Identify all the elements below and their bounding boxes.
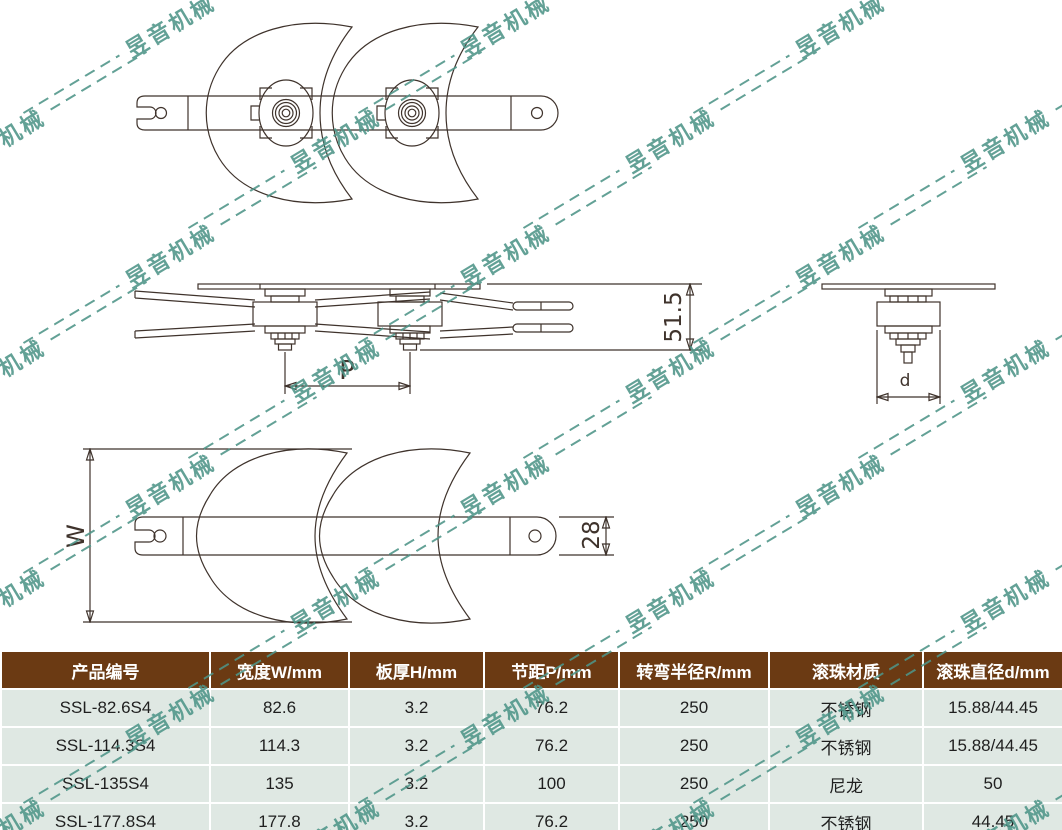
bottom-view <box>83 449 614 624</box>
cell-product-no: SSL-114.3S4 <box>0 726 211 766</box>
dim-label-height: 51.5 <box>661 291 687 343</box>
col-header-thickness: 板厚H/mm <box>348 650 485 690</box>
cell-pitch: 100 <box>483 764 620 804</box>
cell-ball-diameter: 50 <box>922 764 1062 804</box>
col-header-pitch: 节距P/mm <box>483 650 620 690</box>
table-header-row: 产品编号 宽度W/mm 板厚H/mm 节距P/mm 转弯半径R/mm 滚珠材质 … <box>0 650 1062 690</box>
col-header-product-no: 产品编号 <box>0 650 211 690</box>
cell-ball-diameter: 44.45 <box>922 802 1062 830</box>
dim-label-link-height: 28 <box>579 520 605 550</box>
cell-ball-material: 尼龙 <box>768 764 924 804</box>
cell-product-no: SSL-135S4 <box>0 764 211 804</box>
chain-technical-drawing <box>83 22 996 624</box>
cell-turn-radius: 250 <box>618 764 770 804</box>
col-header-ball-diameter: 滚珠直径d/mm <box>922 650 1062 690</box>
cell-thickness: 3.2 <box>348 726 485 766</box>
table-row: SSL-135S4 135 3.2 100 250 尼龙 50 <box>0 764 1062 804</box>
cell-thickness: 3.2 <box>348 688 485 728</box>
col-header-ball-material: 滚珠材质 <box>768 650 924 690</box>
cell-ball-material: 不锈钢 <box>768 726 924 766</box>
cell-pitch: 76.2 <box>483 802 620 830</box>
table-row: SSL-177.8S4 177.8 3.2 76.2 250 不锈钢 44.45 <box>0 802 1062 830</box>
col-header-turn-radius: 转弯半径R/mm <box>618 650 770 690</box>
col-header-width: 宽度W/mm <box>209 650 350 690</box>
cell-thickness: 3.2 <box>348 764 485 804</box>
spec-table: 产品编号 宽度W/mm 板厚H/mm 节距P/mm 转弯半径R/mm 滚珠材质 … <box>0 650 1062 830</box>
side-view <box>134 284 702 394</box>
table-row: SSL-114.3S4 114.3 3.2 76.2 250 不锈钢 15.88… <box>0 726 1062 766</box>
cell-width: 114.3 <box>209 726 350 766</box>
table-row: SSL-82.6S4 82.6 3.2 76.2 250 不锈钢 15.88/4… <box>0 688 1062 728</box>
top-view <box>136 22 559 204</box>
cell-turn-radius: 250 <box>618 726 770 766</box>
cell-ball-material: 不锈钢 <box>768 688 924 728</box>
cell-product-no: SSL-177.8S4 <box>0 802 211 830</box>
cell-thickness: 3.2 <box>348 802 485 830</box>
cell-product-no: SSL-82.6S4 <box>0 688 211 728</box>
cell-pitch: 76.2 <box>483 688 620 728</box>
dim-label-pitch: P <box>339 356 355 386</box>
cell-ball-material: 不锈钢 <box>768 802 924 830</box>
cell-ball-diameter: 15.88/44.45 <box>922 726 1062 766</box>
cell-ball-diameter: 15.88/44.45 <box>922 688 1062 728</box>
cell-width: 135 <box>209 764 350 804</box>
cell-pitch: 76.2 <box>483 726 620 766</box>
dim-label-ball-diameter: d <box>899 371 911 391</box>
dim-label-width: W <box>62 524 90 548</box>
cell-width: 177.8 <box>209 802 350 830</box>
cell-width: 82.6 <box>209 688 350 728</box>
cell-turn-radius: 250 <box>618 688 770 728</box>
cell-turn-radius: 250 <box>618 802 770 830</box>
